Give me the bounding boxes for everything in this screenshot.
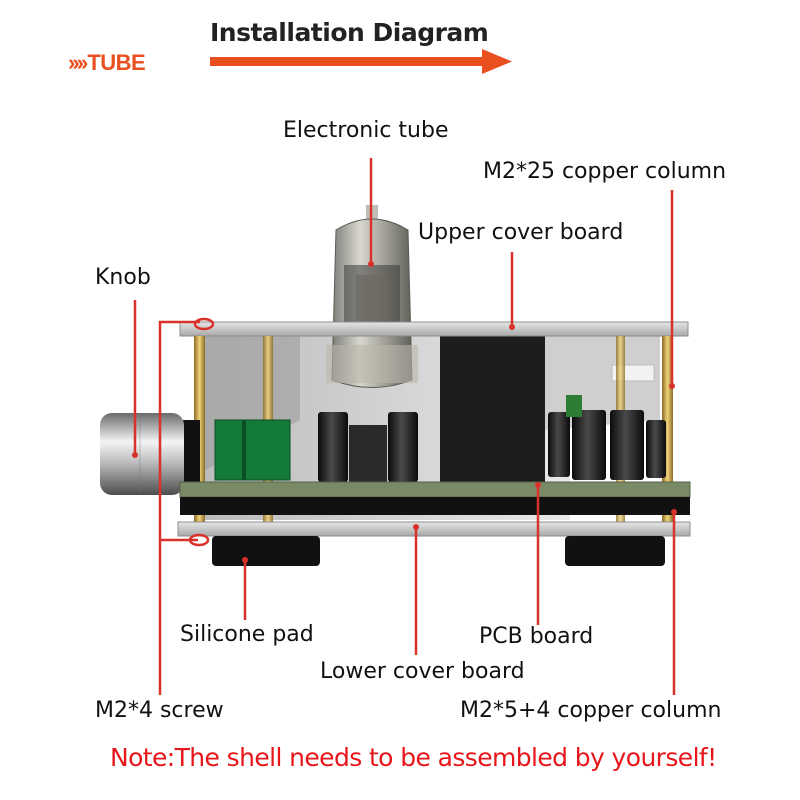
chevron-right-icon: ›››› [68, 50, 88, 75]
knob [100, 413, 200, 495]
label-pcb-board: PCB board [479, 624, 594, 649]
amplifier-assembly [100, 205, 691, 566]
brand-text: TUBE [87, 50, 146, 75]
page-title: Installation Diagram [210, 18, 489, 47]
label-lower-cover-board: Lower cover board [320, 659, 525, 684]
label-electronic-tube: Electronic tube [283, 118, 449, 143]
assembly-note: Note:The shell needs to be assembled by … [110, 743, 717, 772]
leader-lines [132, 158, 677, 695]
vacuum-tube [326, 205, 418, 388]
label-knob: Knob [95, 265, 151, 290]
label-screw-m2-4: M2*4 screw [95, 698, 224, 723]
arrow-right-icon [210, 49, 512, 74]
label-silicone-pad: Silicone pad [180, 622, 314, 647]
label-upper-cover-board: Upper cover board [418, 220, 624, 245]
label-copper-column-25: M2*25 copper column [483, 159, 727, 184]
brand-logo: ››››TUBE [68, 50, 146, 76]
label-copper-column-5-4: M2*5+4 copper column [460, 698, 722, 723]
